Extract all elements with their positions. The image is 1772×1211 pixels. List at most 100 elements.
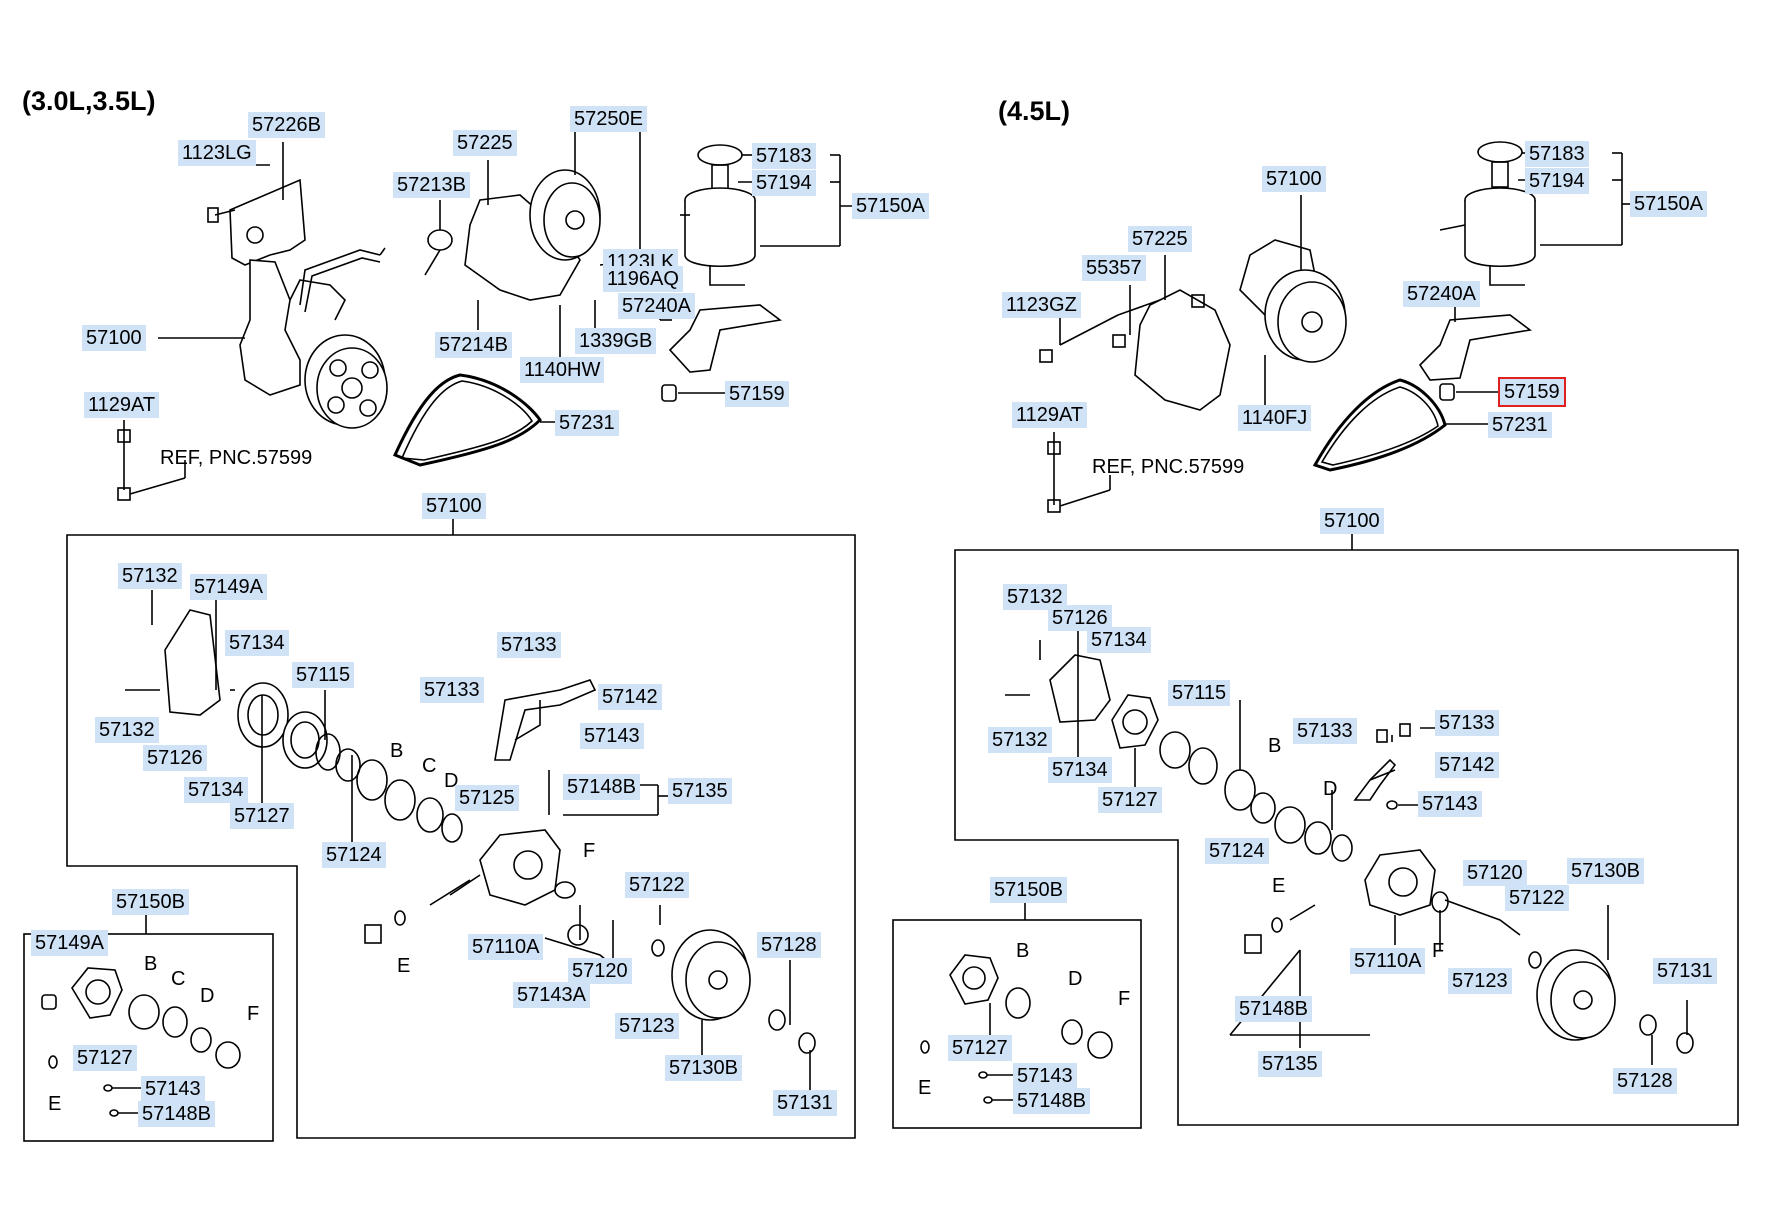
- callout-letter-e: E: [918, 1077, 932, 1099]
- part-label[interactable]: 57213B: [393, 172, 470, 198]
- ref-note-left: REF, PNC.57599: [160, 447, 313, 469]
- part-label[interactable]: 57225: [453, 130, 517, 156]
- callout-letter-b: B: [1016, 940, 1030, 962]
- part-label[interactable]: 57250E: [570, 106, 647, 132]
- part-label[interactable]: 57135: [1258, 1051, 1322, 1077]
- part-label[interactable]: 57150A: [852, 193, 929, 219]
- part-label[interactable]: 57128: [757, 932, 821, 958]
- part-label[interactable]: 1196AQ: [603, 266, 683, 292]
- part-label[interactable]: 57149A: [31, 930, 108, 956]
- part-label[interactable]: 57134: [1087, 627, 1151, 653]
- part-label[interactable]: 57150B: [112, 889, 189, 915]
- part-label[interactable]: 57143: [141, 1076, 205, 1102]
- part-label[interactable]: 57214B: [435, 332, 512, 358]
- part-label[interactable]: 57150A: [1630, 191, 1707, 217]
- part-label[interactable]: 57142: [1435, 752, 1499, 778]
- part-label[interactable]: 57133: [1293, 718, 1357, 744]
- part-label[interactable]: 57134: [184, 777, 248, 803]
- part-label[interactable]: 57149A: [190, 574, 267, 600]
- part-label[interactable]: 57127: [230, 803, 294, 829]
- part-label[interactable]: 57110A: [468, 934, 544, 960]
- part-label[interactable]: 57133: [420, 677, 484, 703]
- part-label[interactable]: 57130B: [665, 1055, 742, 1081]
- ref-note-right: REF, PNC.57599: [1092, 456, 1245, 478]
- part-label[interactable]: 57132: [1003, 584, 1067, 610]
- part-label[interactable]: 57132: [988, 727, 1052, 753]
- part-label[interactable]: 1140HW: [520, 357, 605, 383]
- part-label[interactable]: 57148B: [1235, 996, 1312, 1022]
- part-label[interactable]: 55357: [1082, 255, 1146, 281]
- part-label[interactable]: 57125: [455, 785, 519, 811]
- part-label[interactable]: 57123: [1448, 968, 1512, 994]
- part-label[interactable]: 57123: [615, 1013, 679, 1039]
- part-label[interactable]: 1339GB: [575, 328, 657, 354]
- callout-letter-d: D: [200, 985, 215, 1007]
- callout-letter-b: B: [1268, 735, 1282, 757]
- part-label[interactable]: 57130B: [1567, 858, 1644, 884]
- part-label[interactable]: 57148B: [138, 1101, 215, 1127]
- part-label[interactable]: 57240A: [618, 293, 695, 319]
- part-label[interactable]: 57120: [568, 958, 632, 984]
- part-label[interactable]: 57131: [1653, 958, 1717, 984]
- part-label[interactable]: 57122: [1505, 885, 1569, 911]
- part-label[interactable]: 57143: [1013, 1063, 1077, 1089]
- part-label[interactable]: 57110A: [1350, 948, 1426, 974]
- part-label[interactable]: 57183: [752, 143, 816, 169]
- part-label[interactable]: 57115: [292, 662, 355, 688]
- part-label[interactable]: 57132: [95, 717, 159, 743]
- part-label[interactable]: 57231: [555, 410, 619, 436]
- part-label[interactable]: 57122: [625, 872, 689, 898]
- part-label[interactable]: 57126: [143, 745, 207, 771]
- part-label[interactable]: 57150B: [990, 877, 1067, 903]
- part-label[interactable]: 57226B: [248, 112, 325, 138]
- part-label[interactable]: 57194: [1525, 168, 1589, 194]
- part-label[interactable]: 57143A: [513, 982, 590, 1008]
- part-label[interactable]: 57127: [73, 1045, 137, 1071]
- part-label[interactable]: 57148B: [563, 774, 640, 800]
- part-label[interactable]: 57100: [1262, 166, 1326, 192]
- callout-letter-f: F: [1118, 988, 1131, 1010]
- callout-letter-f: F: [583, 840, 596, 862]
- part-label[interactable]: 57225: [1128, 226, 1192, 252]
- part-label[interactable]: 57134: [225, 630, 289, 656]
- part-label[interactable]: 57133: [497, 632, 561, 658]
- part-label[interactable]: 57240A: [1403, 281, 1480, 307]
- part-label[interactable]: 57100: [1320, 508, 1384, 534]
- part-label[interactable]: 1140FJ: [1238, 405, 1312, 431]
- callout-letter-c: C: [171, 968, 186, 990]
- part-label[interactable]: 57131: [773, 1090, 837, 1116]
- part-label[interactable]: 57142: [598, 684, 662, 710]
- part-label-highlighted[interactable]: 57159: [1498, 377, 1566, 407]
- callout-letter-b: B: [390, 740, 404, 762]
- part-label[interactable]: 57124: [322, 842, 386, 868]
- part-label[interactable]: 57100: [82, 325, 146, 351]
- part-label[interactable]: 1129AT: [1012, 402, 1088, 428]
- part-label[interactable]: 57124: [1205, 838, 1269, 864]
- part-label[interactable]: 1123LG: [178, 140, 256, 166]
- part-label[interactable]: 57194: [752, 170, 816, 196]
- part-label[interactable]: 57143: [1418, 791, 1482, 817]
- part-label[interactable]: 57100: [422, 493, 486, 519]
- part-label[interactable]: 57183: [1525, 141, 1589, 167]
- part-label[interactable]: 57127: [948, 1035, 1012, 1061]
- part-label[interactable]: 57159: [725, 381, 789, 407]
- part-label[interactable]: 57128: [1613, 1068, 1677, 1094]
- part-label[interactable]: 57127: [1098, 787, 1162, 813]
- part-label[interactable]: 57132: [118, 563, 182, 589]
- part-label[interactable]: 57115: [1168, 680, 1231, 706]
- part-label[interactable]: 1123GZ: [1002, 292, 1081, 318]
- part-label[interactable]: 57120: [1463, 860, 1527, 886]
- callout-letter-e: E: [1272, 875, 1286, 897]
- part-label[interactable]: 57134: [1048, 757, 1112, 783]
- part-label[interactable]: 57143: [580, 723, 644, 749]
- part-label[interactable]: 57126: [1048, 605, 1112, 631]
- part-label[interactable]: 57133: [1435, 710, 1499, 736]
- callout-letter-d: D: [1323, 778, 1338, 800]
- part-label[interactable]: 57148B: [1013, 1088, 1090, 1114]
- part-label[interactable]: 1129AT: [84, 392, 160, 418]
- callout-letter-f: F: [247, 1003, 260, 1025]
- part-label[interactable]: 57135: [668, 778, 732, 804]
- part-label[interactable]: 57231: [1488, 412, 1552, 438]
